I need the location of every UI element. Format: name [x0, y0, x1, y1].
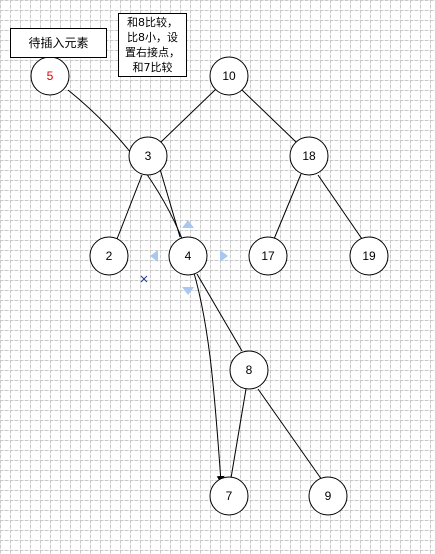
node-17[interactable]: 17 — [248, 236, 288, 276]
node-8-label: 8 — [246, 363, 253, 377]
comparison-note[interactable]: 和8比较，比8小，设置右接点，和7比较 — [118, 13, 187, 77]
waiting-insert-label[interactable]: 待插入元素 — [10, 28, 107, 58]
edge-18-19 — [317, 174, 363, 240]
node-insert-label: 5 — [47, 69, 54, 83]
node-19[interactable]: 19 — [349, 236, 389, 276]
node-8[interactable]: 8 — [229, 350, 269, 390]
node-4[interactable]: 4 — [168, 236, 208, 276]
node-4-label: 4 — [185, 249, 192, 263]
handle-up-icon[interactable] — [182, 220, 194, 228]
node-9[interactable]: 9 — [308, 476, 348, 516]
selection-handles[interactable] — [150, 220, 228, 295]
handle-right-icon[interactable] — [220, 250, 228, 262]
node-3-label: 3 — [145, 149, 152, 163]
edge-8-9 — [257, 388, 323, 481]
node-18[interactable]: 18 — [289, 136, 329, 176]
handle-left-icon[interactable] — [150, 250, 158, 262]
node-17-label: 17 — [261, 249, 275, 263]
edge-4-8 — [196, 273, 243, 352]
handle-down-icon[interactable] — [182, 287, 194, 295]
edge-8-7 — [230, 388, 247, 479]
node-2[interactable]: 2 — [89, 236, 129, 276]
edge-10-18 — [241, 89, 297, 143]
node-18-label: 18 — [302, 149, 316, 163]
node-10-label: 10 — [222, 69, 236, 83]
node-7[interactable]: 7 — [209, 476, 249, 516]
edge-18-17 — [273, 173, 302, 240]
edge-10-3 — [160, 88, 217, 143]
edge-3-2 — [116, 174, 143, 240]
node-3[interactable]: 3 — [128, 136, 168, 176]
node-7-label: 7 — [226, 489, 233, 503]
node-19-label: 19 — [362, 249, 376, 263]
tree-edges — [116, 88, 363, 481]
cross-marker-icon — [140, 275, 148, 283]
node-insert[interactable]: 5 — [30, 56, 70, 96]
node-10[interactable]: 10 — [209, 56, 249, 96]
node-2-label: 2 — [106, 249, 113, 263]
node-9-label: 9 — [325, 489, 332, 503]
